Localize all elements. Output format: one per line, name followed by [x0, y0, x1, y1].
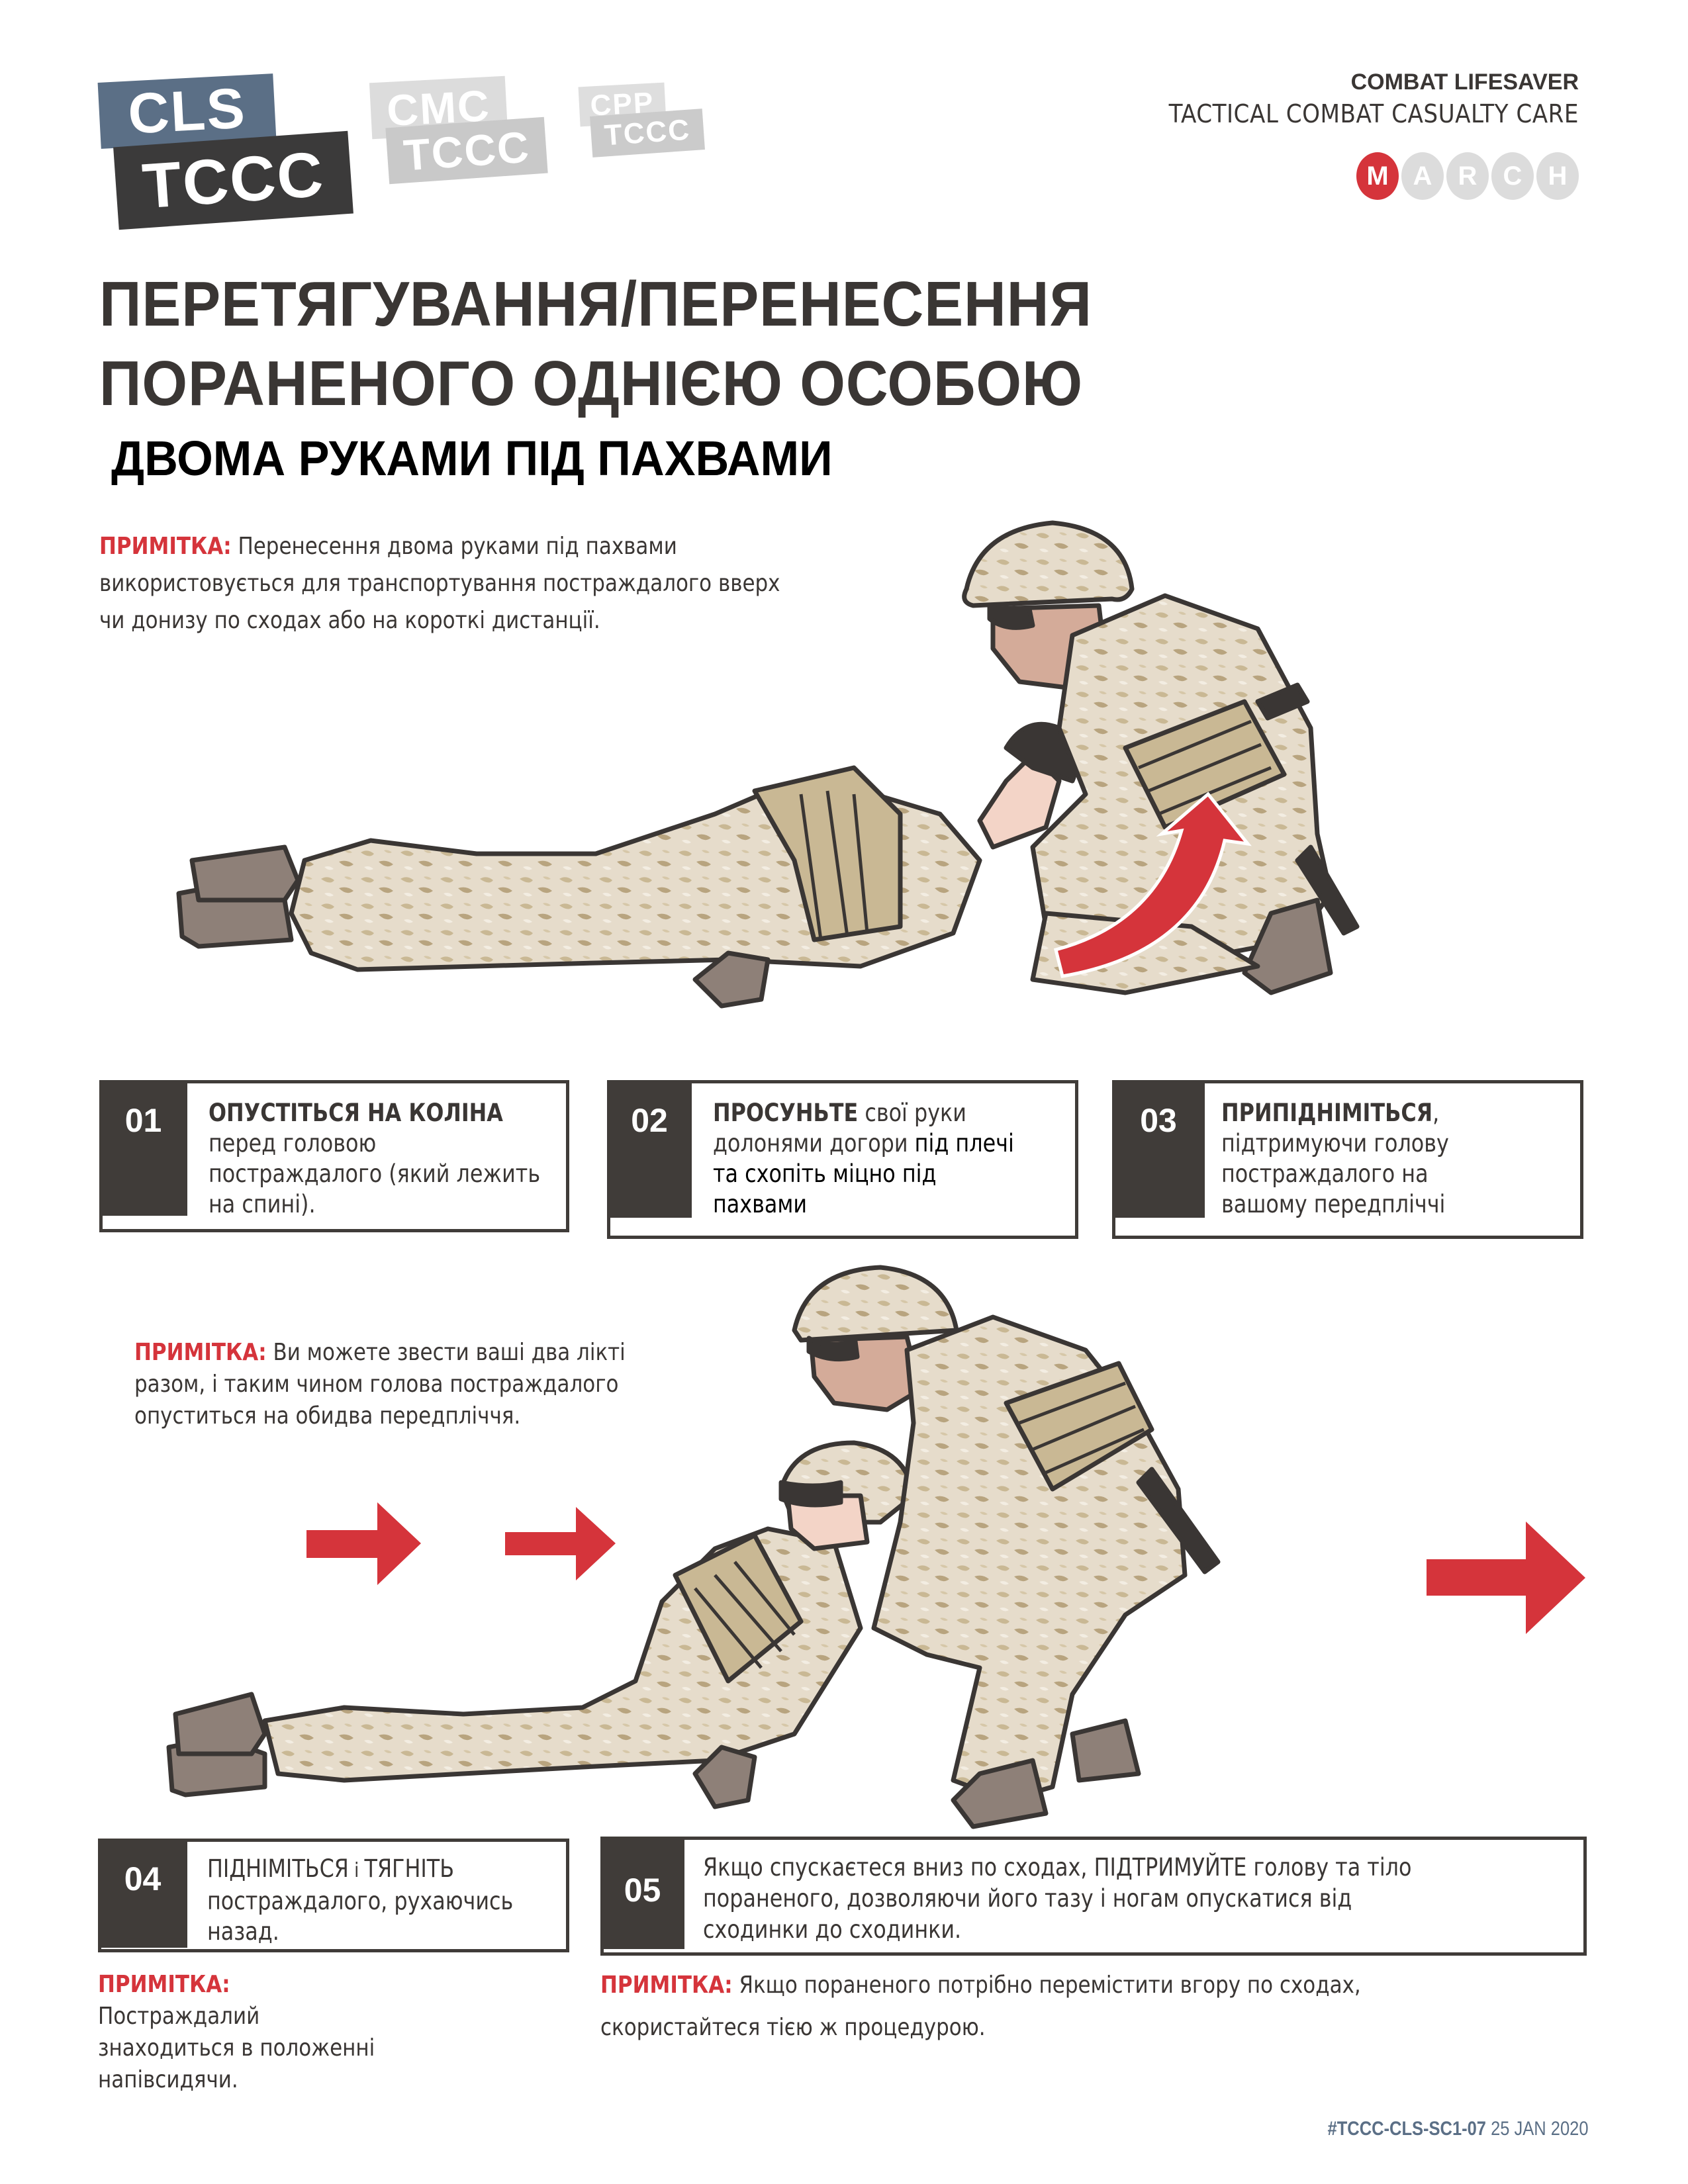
note-text: Перенесення двома руками під пахвами [238, 533, 677, 560]
step-number: 02 [607, 1080, 692, 1218]
step-number: 03 [1112, 1080, 1205, 1218]
march-a: A [1401, 152, 1444, 200]
step-line: під плечі [914, 1129, 1014, 1158]
right-arrow-icon [306, 1502, 421, 1585]
rescuer-pulling [792, 1265, 1221, 1829]
march-c: C [1491, 152, 1534, 200]
note-top: ПРИМІТКА: Перенесення двома руками під п… [99, 528, 780, 639]
rescuer-figure [962, 520, 1360, 995]
right-arrow-icon [505, 1507, 616, 1580]
step-text: ПІДНІМІТЬСЯ і ТЯГНІТЬ постраждалого, рух… [207, 1854, 513, 1947]
illustration-drag-casualty [166, 1265, 1585, 1829]
march-r: R [1446, 152, 1489, 200]
step-action: ПІДНІМІТЬСЯ [207, 1854, 349, 1883]
right-arrow-icon [1427, 1522, 1585, 1634]
note-step4: ПРИМІТКА: Постраждалий знаходиться в пол… [98, 1969, 375, 2096]
step-text: ПРОСУНЬТЕ свої руки долонями догори під … [713, 1098, 1014, 1220]
note-label: ПРИМІТКА: [600, 1972, 733, 1999]
step-02: 02 ПРОСУНЬТЕ свої руки долонями догори п… [607, 1080, 1078, 1239]
step-number: 01 [99, 1080, 187, 1216]
casualty-semi-seated [166, 1440, 916, 1809]
illustration-kneeling-rescuer [176, 520, 1360, 1009]
step-line: свої руки [858, 1099, 966, 1127]
step-line: , [1432, 1099, 1440, 1127]
page-subtitle: ДВОМА РУКАМИ ПІД ПАХВАМИ [111, 431, 833, 486]
note-text: чи донизу по сходах або на короткі диста… [99, 607, 600, 634]
step-line: і [348, 1859, 365, 1882]
step-line: постраждалого (який лежить [209, 1160, 541, 1188]
step-01: 01 ОПУСТІТЬСЯ НА КОЛІНА перед головою по… [99, 1080, 569, 1232]
page-title-line2: ПОРАНЕНОГО ОДНІЄЮ ОСОБОЮ [99, 348, 1083, 419]
step-line: на спині). [209, 1190, 316, 1218]
document-code: #TCCC-CLS-SC1-07 [1328, 2118, 1487, 2140]
step-line: сходинки до сходинки. [703, 1915, 962, 1944]
march-m: M [1356, 152, 1399, 200]
note-label: ПРИМІТКА: [134, 1339, 267, 1366]
step-text: Якщо спускаєтеся вниз по сходах, ПІДТРИМ… [703, 1852, 1411, 1945]
step-action: ОПУСТІТЬСЯ НА КОЛІНА [209, 1099, 503, 1127]
step-line: підтримуючи голову [1221, 1129, 1449, 1158]
casualty-figure [176, 721, 1080, 1009]
march-indicator: M A R C H [1356, 152, 1579, 200]
step-line: назад. [207, 1917, 279, 1946]
step-05: 05 Якщо спускаєтеся вниз по сходах, ПІДТ… [600, 1837, 1587, 1956]
step-action: ТЯГНІТЬ [364, 1854, 455, 1883]
note-step5: ПРИМІТКА: Якщо пораненого потрібно перем… [600, 1964, 1361, 2049]
step-line: пораненого, дозволяючи його тазу і ногам… [703, 1884, 1352, 1913]
note-text: знаходиться в положенні [98, 2034, 375, 2062]
step-line: долонями догори [713, 1129, 915, 1158]
step-line: пахвами [713, 1190, 808, 1218]
note-text: Постраждалий [98, 2003, 260, 2030]
step-text: ОПУСТІТЬСЯ НА КОЛІНА перед головою постр… [209, 1098, 540, 1220]
step-number: 04 [98, 1839, 187, 1948]
step-action: ПРОСУНЬТЕ [713, 1099, 859, 1127]
note-text: Ви можете звести ваші два лікті [266, 1339, 626, 1366]
note-text: використовується для транспортування пос… [99, 570, 780, 597]
step-text: ПРИПІДНІМІТЬСЯ, підтримуючи голову постр… [1221, 1098, 1449, 1220]
note-text: разом, і таким чином голова постраждалог… [134, 1371, 619, 1398]
step-03: 03 ПРИПІДНІМІТЬСЯ, підтримуючи голову по… [1112, 1080, 1583, 1239]
step-line: постраждалого на [1221, 1160, 1429, 1188]
march-h: H [1536, 152, 1579, 200]
note-label: ПРИМІТКА: [99, 533, 232, 560]
step-line: постраждалого, рухаючись [207, 1887, 514, 1915]
note-middle: ПРИМІТКА: Ви можете звести ваші два лікт… [134, 1337, 626, 1432]
note-text: Якщо пораненого потрібно перемістити вго… [732, 1972, 1361, 1999]
step-line: Якщо спускаєтеся вниз по сходах, ПІДТРИМ… [703, 1853, 1412, 1882]
step-line: перед головою [209, 1129, 377, 1158]
step-number: 05 [600, 1837, 684, 1949]
note-text: скористайтеся тією ж процедурою. [600, 2014, 986, 2041]
note-text: опуститься на обидва передпліччя. [134, 1402, 521, 1430]
step-04: 04 ПІДНІМІТЬСЯ і ТЯГНІТЬ постраждалого, … [98, 1839, 569, 1952]
step-line: вашому передпліччі [1221, 1190, 1446, 1218]
note-label: ПРИМІТКА: [98, 1971, 230, 1998]
step-line: та схопіть міцно під [713, 1160, 937, 1188]
step-action: ПРИПІДНІМІТЬСЯ [1221, 1099, 1433, 1127]
document-id: #TCCC-CLS-SC1-07 25 JAN 2020 [1328, 2118, 1589, 2140]
curved-up-arrow [1053, 792, 1252, 978]
header-program: COMBAT LIFESAVER [1350, 69, 1579, 95]
header-subtitle: TACTICAL COMBAT CASUALTY CARE [1168, 99, 1579, 128]
document-date: 25 JAN 2020 [1486, 2118, 1589, 2140]
note-text: напівсидячи. [98, 2066, 238, 2093]
page-title-line1: ПЕРЕТЯГУВАННЯ/ПЕРЕНЕСЕННЯ [99, 269, 1092, 340]
